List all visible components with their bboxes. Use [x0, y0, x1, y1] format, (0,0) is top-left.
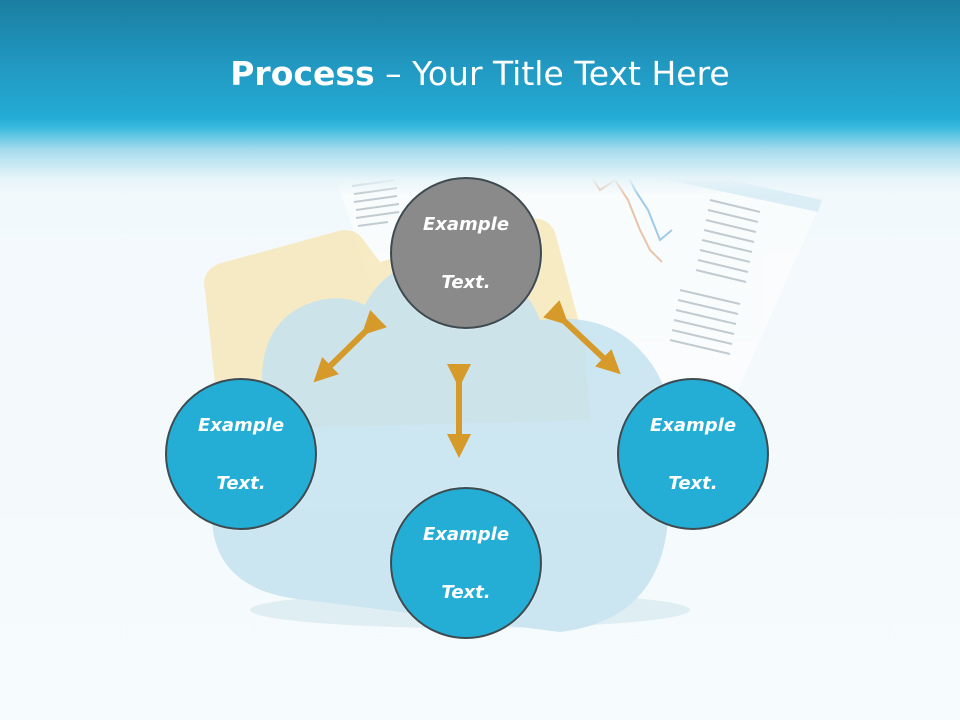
title-bar: Process – Your Title Text Here	[0, 0, 960, 195]
node-top-line2: Text.	[441, 271, 491, 293]
node-bottom-line1: Example	[422, 523, 510, 545]
slide-title: Process – Your Title Text Here	[0, 52, 960, 96]
title-rest: – Your Title Text Here	[374, 54, 730, 93]
node-top-line1: Example	[422, 213, 510, 235]
node-left-line2: Text.	[216, 472, 266, 494]
node-right-line2: Text.	[668, 472, 718, 494]
node-bottom-line2: Text.	[441, 581, 491, 603]
title-bold: Process	[230, 54, 375, 93]
node-left-line1: Example	[197, 414, 285, 436]
node-right-line1: Example	[649, 414, 737, 436]
